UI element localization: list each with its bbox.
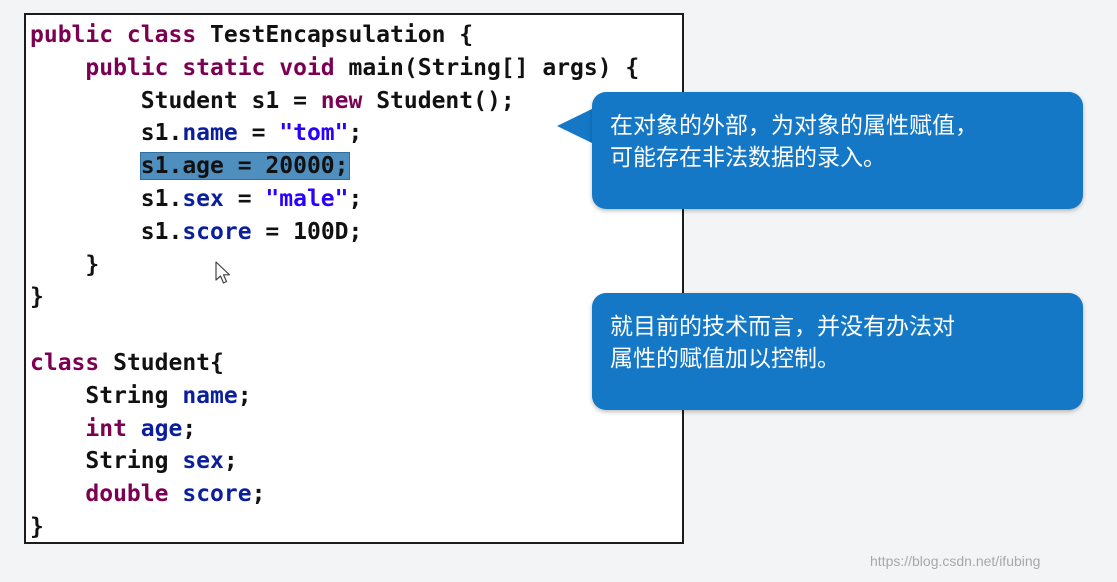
callout-illegal-data: 在对象的外部，为对象的属性赋值， 可能存在非法数据的录入。 <box>592 92 1083 209</box>
code-string: "tom" <box>279 120 349 147</box>
callout-illegal-data-line1: 在对象的外部，为对象的属性赋值， <box>610 113 978 139</box>
code-line: String name; <box>30 380 639 413</box>
code-text: } <box>30 251 100 278</box>
code-text: ; <box>251 481 266 508</box>
code-text: ; <box>223 448 238 475</box>
code-text: s1. <box>30 218 183 245</box>
code-field: age <box>140 415 183 442</box>
code-text: String <box>30 382 183 409</box>
code-line: } <box>30 249 639 282</box>
code-highlight: s1.age = 20000; <box>139 152 350 181</box>
code-keyword: public static void <box>85 54 335 81</box>
code-text: s1. <box>30 185 183 212</box>
code-text: ; <box>237 382 252 409</box>
code-field: score <box>182 481 252 508</box>
code-text: ; <box>348 120 363 147</box>
code-text <box>30 55 85 81</box>
code-line: } <box>30 281 639 314</box>
code-text: = <box>223 185 266 212</box>
code-keyword: public class <box>30 22 197 48</box>
code-text: } <box>30 513 44 540</box>
code-field: name <box>182 382 238 409</box>
code-line: String sex; <box>30 445 639 478</box>
code-line: public class TestEncapsulation { <box>30 19 639 52</box>
code-line: s1.name = "tom"; <box>30 117 639 150</box>
callout-illegal-data-line2: 可能存在非法数据的录入。 <box>610 145 886 171</box>
code-line: double score; <box>30 478 639 511</box>
code-text: Student(); <box>362 87 515 114</box>
code-text: ; <box>182 415 197 442</box>
callout-no-control: 就目前的技术而言，并没有办法对 属性的赋值加以控制。 <box>592 293 1083 410</box>
code-field: name <box>182 120 238 147</box>
code-keyword: double <box>85 481 169 508</box>
code-text: main(String[] args) { <box>334 54 640 81</box>
code-string: "male" <box>265 185 349 212</box>
code-text: Student{ <box>99 349 224 376</box>
callout-no-control-line2: 属性的赋值加以控制。 <box>610 346 840 372</box>
code-line: s1.sex = "male"; <box>30 183 639 216</box>
code-text <box>127 416 141 442</box>
code-keyword: new <box>320 87 363 114</box>
watermark: https://blog.csdn.net/ifubing <box>870 553 1041 569</box>
code-field: score <box>182 218 252 245</box>
code-line: s1.score = 100D; <box>30 216 639 249</box>
code-listing: public class TestEncapsulation { public … <box>30 19 639 544</box>
code-text: } <box>30 284 44 311</box>
code-line: int age; <box>30 413 639 446</box>
code-field: sex <box>182 185 224 212</box>
code-text: = 100D; <box>251 218 363 245</box>
code-text <box>30 153 141 179</box>
code-text: String <box>30 448 183 475</box>
mouse-pointer-icon <box>215 261 231 284</box>
code-line: s1.age = 20000; <box>30 150 639 183</box>
code-keyword: class <box>30 349 100 376</box>
callout-no-control-line1: 就目前的技术而言，并没有办法对 <box>610 314 955 340</box>
code-text: = <box>237 120 280 147</box>
code-line <box>30 314 639 347</box>
code-text: TestEncapsulation { <box>196 22 474 48</box>
code-text <box>168 481 182 507</box>
code-panel: public class TestEncapsulation { public … <box>24 13 684 544</box>
code-text: Student s1 = <box>30 87 321 114</box>
code-text <box>30 416 85 442</box>
code-keyword: int <box>85 415 127 442</box>
code-field: sex <box>182 448 224 475</box>
code-text: ; <box>348 185 363 212</box>
code-text <box>30 481 85 507</box>
code-line: Student s1 = new Student(); <box>30 85 639 118</box>
code-line: class Student{ <box>30 347 639 380</box>
code-line: public static void main(String[] args) { <box>30 52 639 85</box>
code-text: s1. <box>30 120 183 147</box>
callout-pointer <box>557 108 594 144</box>
code-line: } <box>30 511 639 544</box>
